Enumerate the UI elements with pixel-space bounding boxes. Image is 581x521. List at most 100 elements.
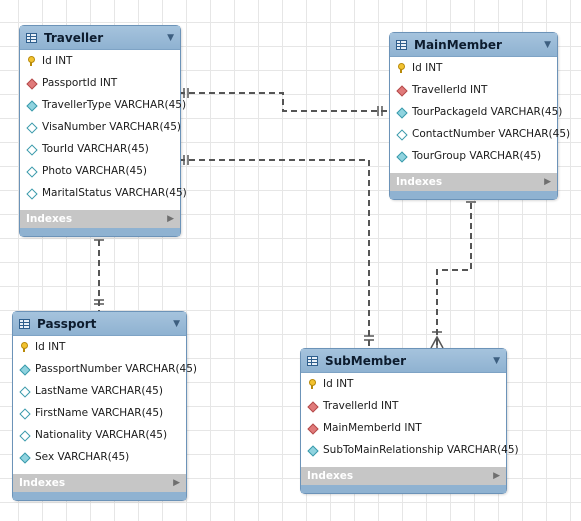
column-row[interactable]: MaritalStatus VARCHAR(45)	[20, 182, 187, 204]
table-icon	[396, 39, 407, 50]
column-row[interactable]: TourId VARCHAR(45)	[20, 138, 180, 160]
table-header[interactable]: SubMember ▼	[301, 349, 506, 373]
indexes-label: Indexes	[396, 176, 443, 188]
column-label: TourId VARCHAR(45)	[42, 143, 149, 155]
column-label: TravellerType VARCHAR(45)	[42, 99, 187, 111]
nullable-column-icon	[19, 430, 29, 440]
column-label: SubToMainRelationship VARCHAR(45)	[323, 444, 519, 456]
table-footer	[390, 191, 557, 199]
table-icon	[26, 32, 37, 43]
not-null-column-icon	[396, 151, 406, 161]
crowfoot-submember	[430, 335, 444, 349]
nullable-column-icon	[26, 188, 36, 198]
column-row[interactable]: TourPackageId VARCHAR(45)	[390, 101, 562, 123]
foreign-key-icon	[26, 78, 36, 88]
column-row[interactable]: Sex VARCHAR(45)	[13, 446, 186, 468]
table-title: MainMember	[414, 37, 502, 52]
column-row[interactable]: Id INT	[13, 336, 186, 358]
indexes-label: Indexes	[307, 470, 354, 482]
nullable-column-icon	[19, 408, 29, 418]
not-null-column-icon	[307, 445, 317, 455]
column-row[interactable]: LastName VARCHAR(45)	[13, 380, 186, 402]
table-title: Passport	[37, 316, 97, 331]
foreign-key-icon	[307, 401, 317, 411]
column-label: Photo VARCHAR(45)	[42, 165, 148, 177]
not-null-column-icon	[19, 452, 29, 462]
relation-traveller-mainmember[interactable]	[179, 92, 389, 112]
column-label: Sex VARCHAR(45)	[35, 451, 130, 463]
primary-key-icon	[307, 379, 317, 389]
table-header[interactable]: MainMember ▼	[390, 33, 557, 57]
column-row[interactable]: MainMemberId INT	[301, 417, 506, 439]
column-row[interactable]: PassportId INT	[20, 72, 180, 94]
column-row[interactable]: TravellerId INT	[301, 395, 506, 417]
column-label: Id INT	[412, 62, 443, 74]
column-label: VisaNumber VARCHAR(45)	[42, 121, 182, 133]
column-label: ContactNumber VARCHAR(45)	[412, 128, 571, 140]
nullable-column-icon	[26, 166, 36, 176]
indexes-section[interactable]: Indexes ▶	[390, 173, 557, 191]
indexes-section[interactable]: Indexes ▶	[301, 467, 506, 485]
table-title: SubMember	[325, 353, 407, 368]
column-row[interactable]: TourGroup VARCHAR(45)	[390, 145, 557, 167]
column-row[interactable]: Id INT	[20, 50, 180, 72]
foreign-key-icon	[396, 85, 406, 95]
primary-key-icon	[26, 56, 36, 66]
table-submember[interactable]: SubMember ▼ Id INT TravellerId INT MainM…	[300, 348, 519, 494]
nullable-column-icon	[26, 144, 36, 154]
table-footer	[301, 485, 506, 493]
primary-key-icon	[19, 342, 29, 352]
indexes-label: Indexes	[26, 213, 73, 225]
expand-arrow-icon[interactable]: ▶	[493, 471, 500, 481]
table-traveller[interactable]: Traveller ▼ Id INT PassportId INT Travel…	[19, 25, 187, 237]
chevron-down-icon[interactable]: ▼	[493, 355, 500, 366]
column-row[interactable]: Photo VARCHAR(45)	[20, 160, 180, 182]
nullable-column-icon	[396, 129, 406, 139]
column-label: MaritalStatus VARCHAR(45)	[42, 187, 187, 199]
nullable-column-icon	[19, 386, 29, 396]
not-null-column-icon	[396, 107, 406, 117]
primary-key-icon	[396, 63, 406, 73]
column-label: TourPackageId VARCHAR(45)	[412, 106, 563, 118]
column-row[interactable]: Id INT	[301, 373, 506, 395]
column-row[interactable]: FirstName VARCHAR(45)	[13, 402, 186, 424]
column-row[interactable]: TravellerType VARCHAR(45)	[20, 94, 186, 116]
indexes-section[interactable]: Indexes ▶	[20, 210, 180, 228]
table-passport[interactable]: Passport ▼ Id INT PassportNumber VARCHAR…	[12, 311, 197, 501]
table-header[interactable]: Traveller ▼	[20, 26, 180, 50]
column-label: Id INT	[35, 341, 66, 353]
chevron-down-icon[interactable]: ▼	[173, 318, 180, 329]
column-label: TourGroup VARCHAR(45)	[412, 150, 542, 162]
chevron-down-icon[interactable]: ▼	[544, 39, 551, 50]
column-label: LastName VARCHAR(45)	[35, 385, 163, 397]
table-icon	[19, 318, 30, 329]
table-title: Traveller	[44, 30, 104, 45]
expand-arrow-icon[interactable]: ▶	[173, 478, 180, 488]
foreign-key-icon	[307, 423, 317, 433]
not-null-column-icon	[19, 364, 29, 374]
table-icon	[307, 355, 318, 366]
column-row[interactable]: ContactNumber VARCHAR(45)	[390, 123, 570, 145]
nullable-column-icon	[26, 122, 36, 132]
indexes-label: Indexes	[19, 477, 66, 489]
column-label: Id INT	[42, 55, 73, 67]
column-row[interactable]: Id INT	[390, 57, 557, 79]
expand-arrow-icon[interactable]: ▶	[167, 214, 174, 224]
table-header[interactable]: Passport ▼	[13, 312, 186, 336]
column-label: PassportNumber VARCHAR(45)	[35, 363, 198, 375]
expand-arrow-icon[interactable]: ▶	[544, 177, 551, 187]
relation-traveller-submember[interactable]	[179, 159, 370, 348]
column-label: Id INT	[323, 378, 354, 390]
indexes-section[interactable]: Indexes ▶	[13, 474, 186, 492]
table-mainmember[interactable]: MainMember ▼ Id INT TravellerId INT Tour…	[389, 32, 570, 200]
column-row[interactable]: TravellerId INT	[390, 79, 557, 101]
relation-mainmember-submember[interactable]	[436, 193, 472, 348]
column-label: PassportId INT	[42, 77, 118, 89]
column-row[interactable]: VisaNumber VARCHAR(45)	[20, 116, 182, 138]
column-row[interactable]: SubToMainRelationship VARCHAR(45)	[301, 439, 519, 461]
chevron-down-icon[interactable]: ▼	[167, 32, 174, 43]
column-row[interactable]: PassportNumber VARCHAR(45)	[13, 358, 197, 380]
column-label: MainMemberId INT	[323, 422, 422, 434]
not-null-column-icon	[26, 100, 36, 110]
column-row[interactable]: Nationality VARCHAR(45)	[13, 424, 186, 446]
